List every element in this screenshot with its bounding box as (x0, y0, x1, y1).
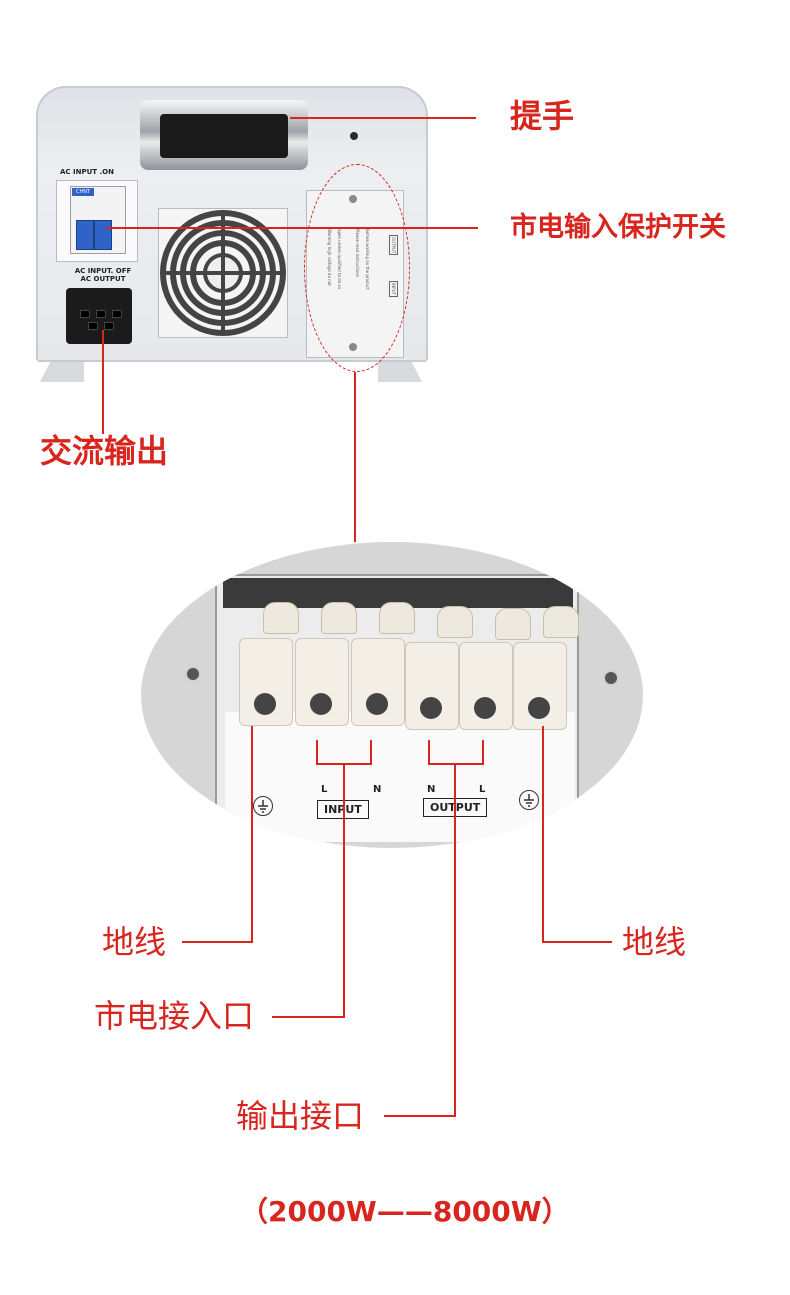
terminal-ground-left[interactable] (239, 638, 293, 726)
output-bracket-line (482, 740, 484, 764)
mains-breaker-callout: 市电输入保护开关 (510, 212, 726, 243)
ac-input-off-label: AC INPUT. OFF (74, 267, 132, 275)
handle-callout: 提手 (510, 97, 575, 135)
ground-icon (519, 790, 539, 810)
terminal-top (495, 608, 531, 640)
ac-output-label: AC OUTPUT (80, 274, 126, 283)
ground-right-callout-line (542, 941, 612, 943)
ground-right-callout: 地线 (622, 923, 687, 961)
mount-hole-icon (603, 670, 619, 686)
terminal-top (263, 602, 299, 634)
handle-callout-line (290, 117, 476, 119)
output-l-mark: L (479, 784, 486, 795)
fan-grille-icon (158, 208, 288, 338)
terminal-input-n[interactable] (351, 638, 405, 726)
handle-opening (160, 114, 288, 158)
ac-output-socket[interactable] (66, 288, 132, 344)
ac-output-callout: 交流输出 (40, 432, 169, 470)
terminal-top (543, 606, 579, 638)
breaker-switch-left[interactable] (76, 220, 94, 250)
power-range-caption: （2000W——8000W） (240, 1195, 570, 1228)
ground-right-callout-line (542, 726, 544, 942)
socket-hole (96, 310, 106, 318)
breaker-brand-text: CHNT (75, 189, 91, 195)
breaker-callout-line (106, 227, 478, 229)
ground-left-callout: 地线 (102, 923, 167, 961)
terminal-zoom-view: L N INPUT N L OUTPUT (141, 542, 643, 848)
terminal-output-l[interactable] (459, 642, 513, 730)
panel-screw-icon (350, 132, 358, 140)
breaker-brand-badge: CHNT (72, 188, 94, 196)
output-port-callout-line (384, 1115, 456, 1117)
mains-input-callout-line (272, 1016, 345, 1018)
outlet-label: AC INPUT. OFF AC OUTPUT (68, 267, 138, 283)
socket-hole (88, 322, 98, 330)
terminal-hole (310, 693, 332, 715)
terminal-input-l[interactable] (295, 638, 349, 726)
output-bracket-line (428, 763, 484, 765)
output-port-callout: 输出接口 (236, 1097, 365, 1135)
terminal-top (321, 602, 357, 634)
ac-output-callout-line (102, 330, 104, 434)
zoom-connector-line (354, 372, 356, 542)
ground-left-callout-line (251, 726, 253, 942)
terminal-hole (474, 697, 496, 719)
output-bracket-line (428, 740, 430, 764)
terminal-hole (366, 693, 388, 715)
mains-input-callout-line (343, 763, 345, 1017)
terminal-hole (420, 697, 442, 719)
terminal-hole (254, 693, 276, 715)
mount-hole-icon (185, 666, 201, 682)
input-n-mark: N (373, 784, 382, 795)
terminal-hole (528, 697, 550, 719)
input-bracket-line (316, 740, 318, 764)
input-l-mark: L (321, 784, 328, 795)
socket-hole (112, 310, 122, 318)
breaker-switch-right[interactable] (94, 220, 112, 250)
terminal-top (379, 602, 415, 634)
input-bracket-line (370, 740, 372, 764)
terminal-plate (225, 712, 575, 842)
socket-hole (104, 322, 114, 330)
terminal-output-n[interactable] (405, 642, 459, 730)
ground-icon (253, 796, 273, 816)
input-box-label: INPUT (317, 800, 369, 819)
terminal-top (437, 606, 473, 638)
mains-input-callout: 市电接入口 (94, 997, 255, 1035)
ac-input-on-label: AC INPUT .ON (60, 168, 114, 176)
socket-hole (80, 310, 90, 318)
output-port-callout-line (454, 763, 456, 1116)
ground-left-callout-line (182, 941, 253, 943)
output-n-mark: N (427, 784, 436, 795)
terminal-highlight-ellipse (304, 164, 410, 372)
terminal-ground-right[interactable] (513, 642, 567, 730)
